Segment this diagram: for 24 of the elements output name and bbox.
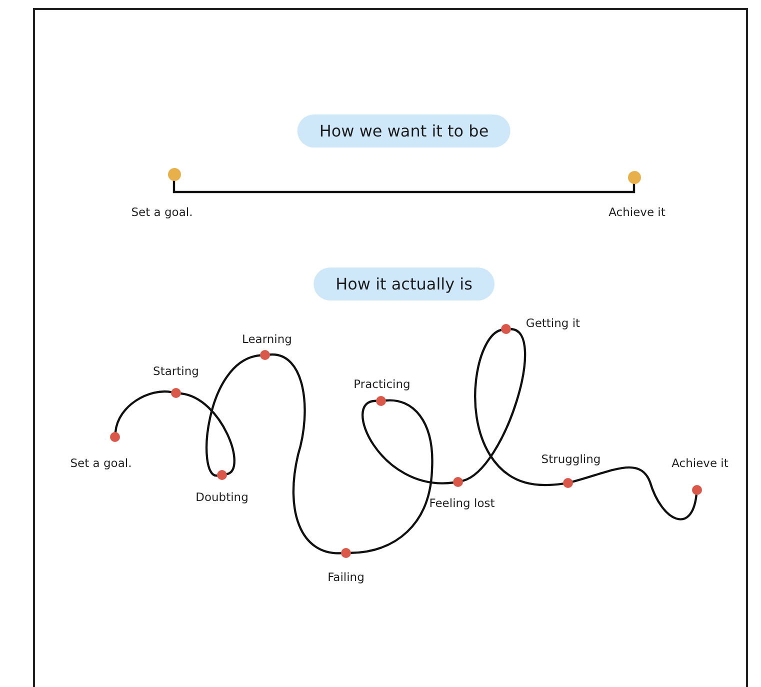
milestone-label: Achieve it — [672, 456, 728, 470]
milestone-label: Set a goal. — [131, 205, 193, 219]
curvy-path — [361, 400, 454, 484]
milestone-label: Practicing — [354, 377, 410, 391]
milestone-label: Getting it — [526, 316, 580, 330]
curvy-path — [572, 466, 698, 520]
milestone-label: Starting — [153, 364, 199, 378]
curvy-path — [350, 399, 434, 554]
milestone-label: Struggling — [541, 452, 601, 466]
milestone-label: Learning — [242, 332, 292, 346]
timeline-line — [172, 179, 636, 194]
curvy-path — [114, 390, 172, 434]
curvy-path — [474, 328, 564, 486]
milestone-label: Failing — [328, 570, 364, 584]
curvy-path — [206, 354, 262, 477]
milestone-label: Doubting — [196, 490, 248, 504]
curvy-path — [180, 392, 236, 476]
heading-pill: How we want it to be — [297, 114, 511, 148]
milestone-label: Achieve it — [608, 205, 666, 219]
heading-pill: How it actually is — [314, 268, 494, 300]
milestone-label: Set a goal. — [70, 456, 132, 470]
milestone-label: Feeling lost — [429, 496, 495, 510]
curvy-path — [462, 328, 526, 482]
curvy-path — [268, 354, 342, 554]
